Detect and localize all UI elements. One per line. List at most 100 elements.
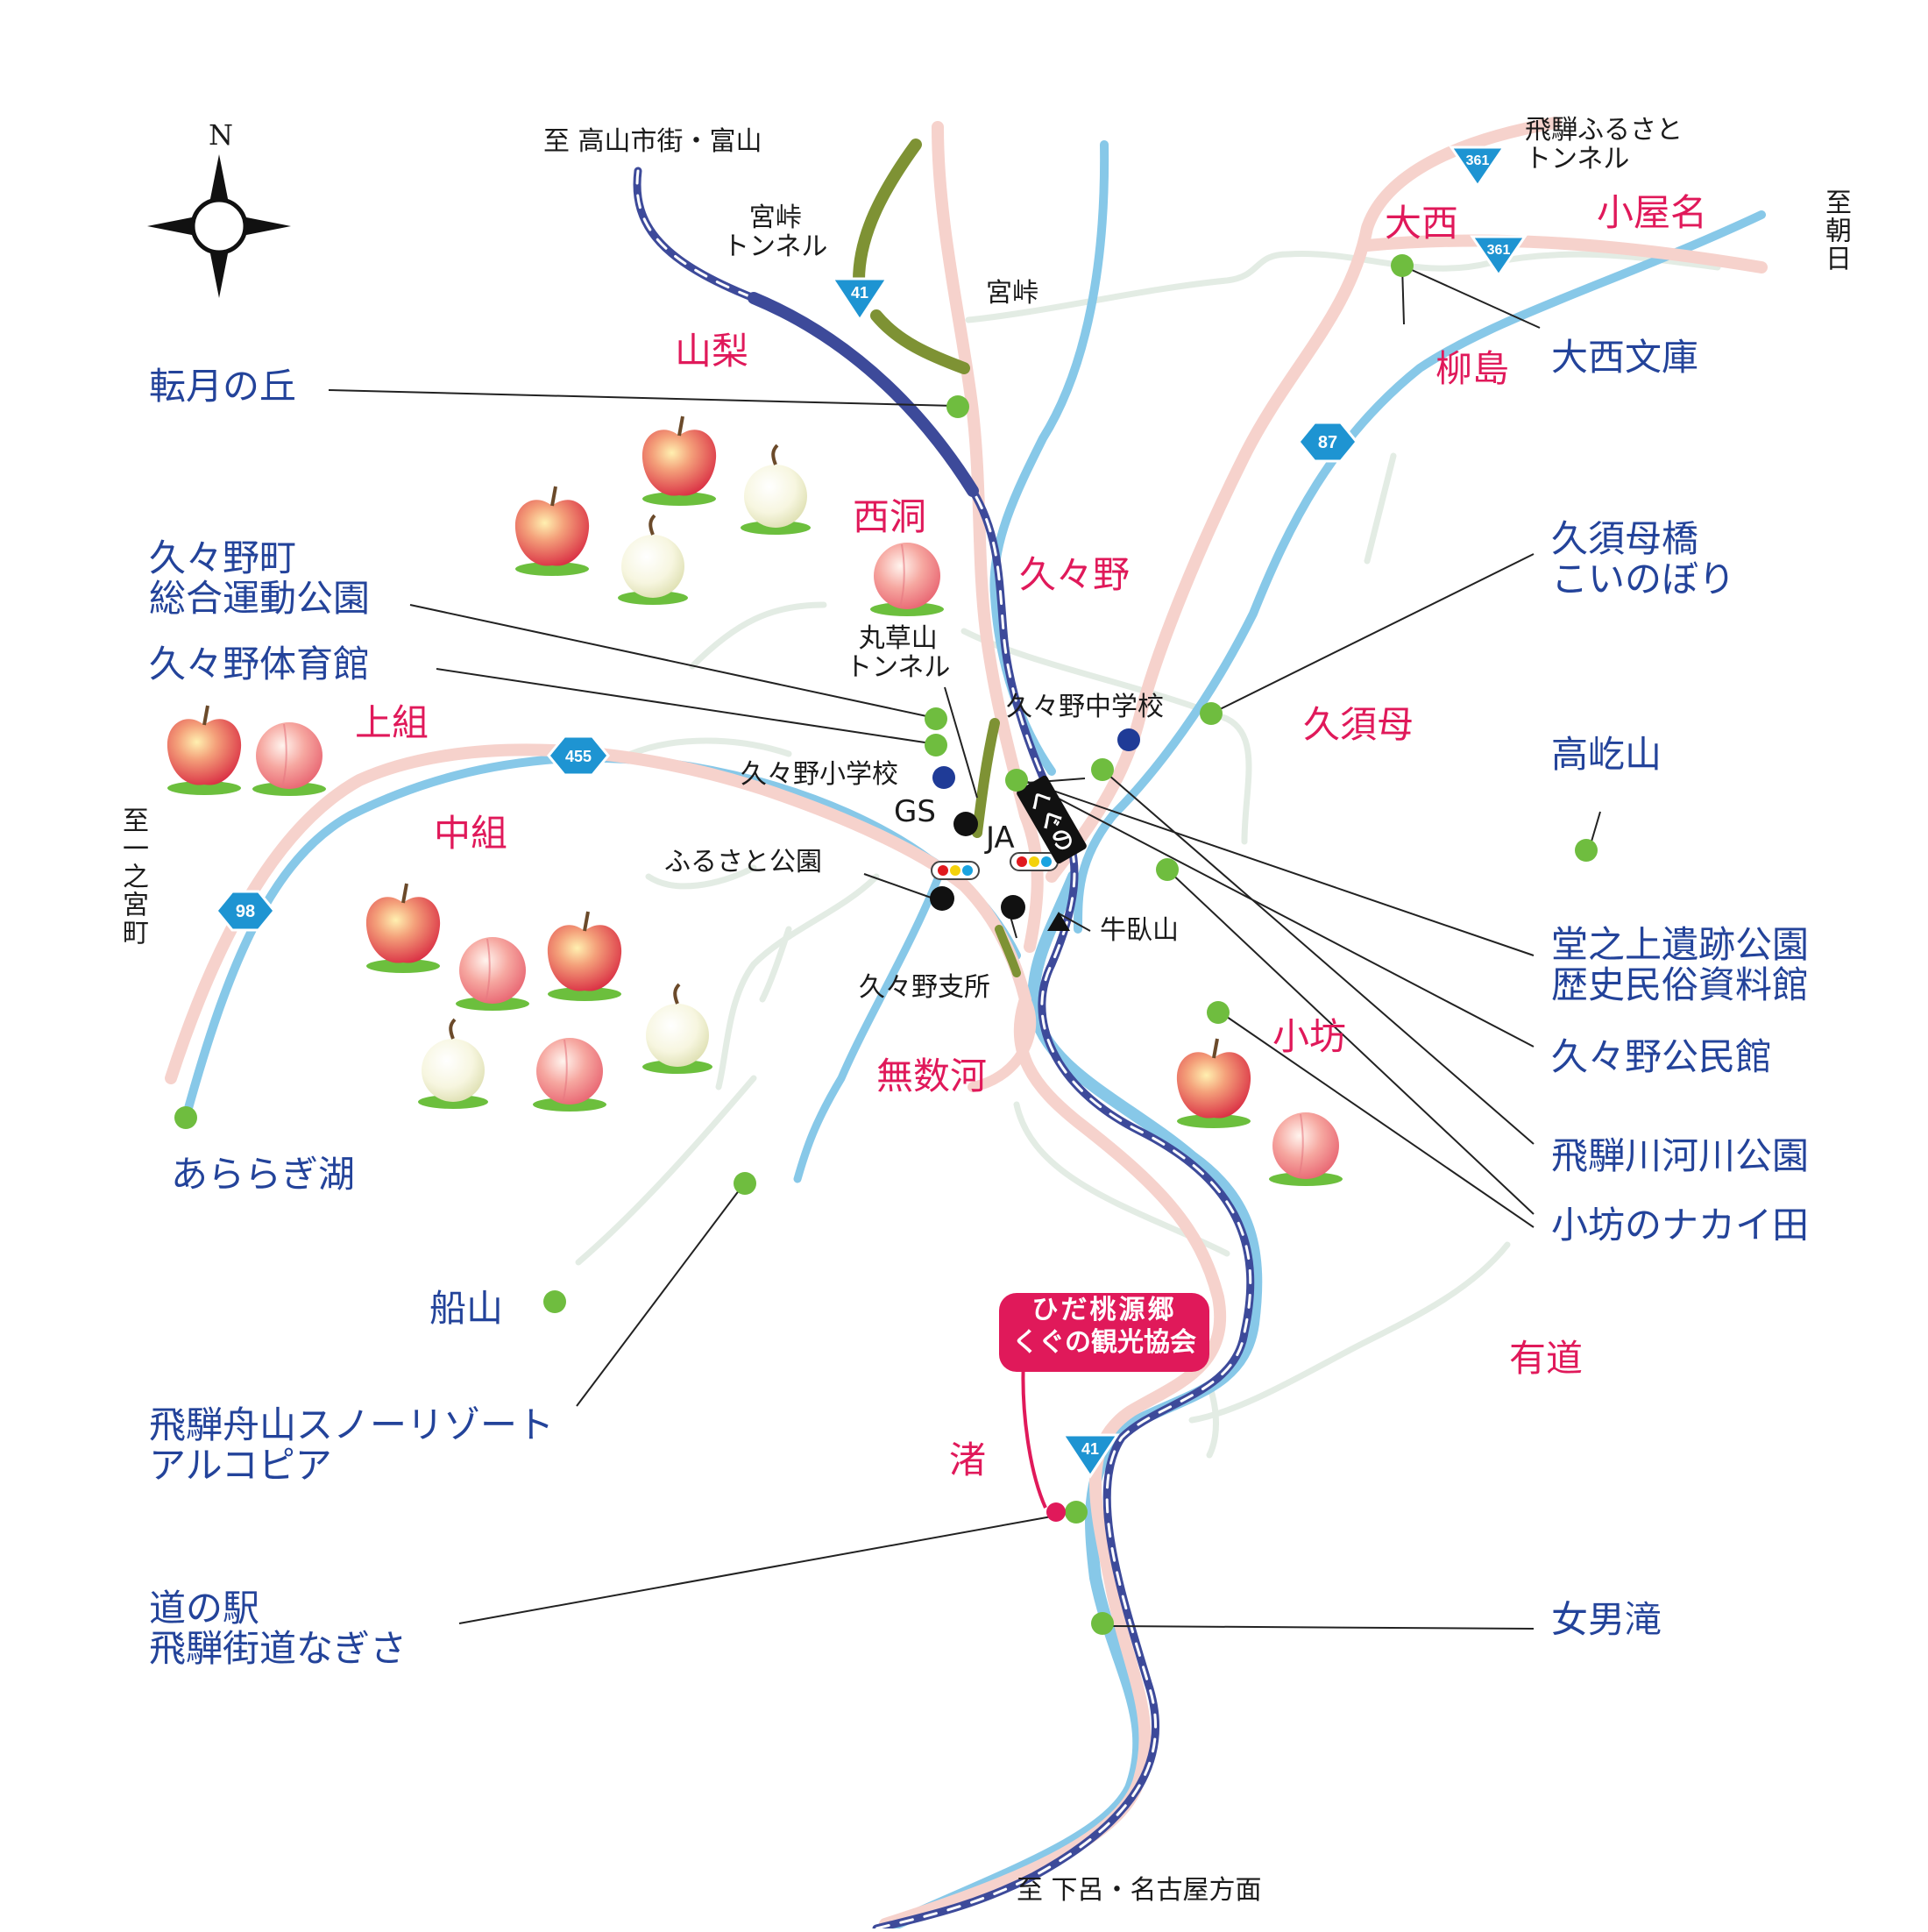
spot-meoto-falls bbox=[1091, 1612, 1114, 1635]
place-onishi-bunko: 大西文庫 bbox=[1551, 336, 1699, 379]
pear-icon bbox=[416, 1018, 490, 1111]
route-41-south-shield: 41 bbox=[1060, 1433, 1120, 1479]
direction-south: 至 下呂・名古屋方面 bbox=[1017, 1875, 1262, 1906]
place-sports-park: 久々野町 総合運動公園 bbox=[149, 536, 371, 621]
route-41-south-number: 41 bbox=[1081, 1440, 1099, 1458]
district-onishi: 大西 bbox=[1385, 202, 1459, 245]
route-455-shield: 455 bbox=[547, 735, 610, 777]
place-funayama: 船山 bbox=[429, 1287, 504, 1330]
district-yamanashi: 山梨 bbox=[675, 330, 749, 373]
spot-takanoyama bbox=[1575, 839, 1598, 862]
tourism-association-badge bbox=[999, 1293, 1209, 1509]
tunnel-miyatoge-label: 宮峠 トンネル bbox=[723, 202, 828, 262]
place-tengetsu: 転月の丘 bbox=[149, 365, 297, 408]
place-kominkan: 久々野公民館 bbox=[1551, 1035, 1773, 1078]
place-takanoyama: 高屹山 bbox=[1551, 733, 1662, 776]
apple-icon bbox=[513, 485, 592, 578]
district-nakagumi: 中組 bbox=[434, 812, 508, 855]
landmark-elementary: 久々野小学校 bbox=[741, 759, 898, 790]
spot-ski-resort bbox=[734, 1172, 756, 1195]
landmark-branch-office: 久々野支所 bbox=[859, 972, 990, 1003]
place-koinobori: 久須母橋 こいのぼり bbox=[1551, 517, 1736, 601]
route-98-shield: 98 bbox=[215, 890, 276, 932]
route-98-number: 98 bbox=[236, 902, 255, 921]
district-koyana: 小屋名 bbox=[1597, 191, 1708, 234]
fruit-orchard-icons bbox=[165, 415, 1343, 1187]
district-yanagishima: 柳島 bbox=[1435, 347, 1510, 390]
route-41-north-shield: 41 bbox=[830, 277, 890, 323]
apple-icon bbox=[545, 910, 624, 1003]
furusato-park-marker bbox=[930, 886, 954, 911]
landmark-gas-station: GS bbox=[894, 794, 936, 829]
branch-office-marker bbox=[1001, 895, 1025, 920]
district-kuguno: 久々野 bbox=[1019, 553, 1131, 596]
district-arimichi: 有道 bbox=[1509, 1337, 1584, 1380]
tourism-badge-line1: ひだ桃源郷 bbox=[1031, 1295, 1177, 1325]
district-nagisa: 渚 bbox=[949, 1438, 987, 1481]
route-361-north-shield: 361 bbox=[1449, 146, 1506, 188]
apple-icon bbox=[640, 415, 719, 508]
tunnel-marukusayama-label: 丸草山 トンネル bbox=[846, 623, 951, 683]
district-obo: 小坊 bbox=[1272, 1015, 1347, 1058]
spot-sports-park bbox=[925, 707, 947, 730]
district-mutsuko: 無数河 bbox=[876, 1055, 988, 1097]
spot-tengetsu bbox=[946, 395, 969, 418]
district-kamigumi: 上組 bbox=[355, 701, 429, 744]
peach-icon bbox=[455, 936, 530, 1012]
place-gym: 久々野体育館 bbox=[149, 643, 371, 685]
tourism-badge-line2: くぐの観光協会 bbox=[1012, 1327, 1196, 1358]
compass-rose bbox=[147, 154, 291, 298]
landmark-gyugasan: 牛臥山 bbox=[1100, 915, 1179, 946]
spot-kusumo-koinobori bbox=[1200, 702, 1223, 725]
traffic-signals bbox=[931, 852, 1059, 880]
traffic-signal-icon bbox=[931, 861, 980, 880]
gas-station-marker bbox=[953, 812, 978, 836]
place-river-park: 飛騨川河川公園 bbox=[1551, 1134, 1810, 1177]
railway-line bbox=[633, 167, 1255, 1932]
compass-north-label: N bbox=[209, 118, 233, 152]
place-donoue: 堂之上遺跡公園 歴史民俗資料館 bbox=[1551, 923, 1810, 1007]
apple-icon bbox=[364, 882, 443, 975]
route-455-number: 455 bbox=[565, 748, 592, 765]
route-361-east-shield: 361 bbox=[1470, 235, 1528, 278]
tourism-association-marker bbox=[1046, 1502, 1066, 1522]
route-shields: 41 41 361 361 87 455 98 bbox=[215, 146, 1528, 1479]
traffic-signal-icon bbox=[1010, 852, 1059, 871]
route-361-east-number: 361 bbox=[1487, 243, 1511, 258]
pass-name: 宮峠 bbox=[986, 278, 1038, 309]
spot-river-park bbox=[1091, 758, 1114, 781]
spot-markers bbox=[174, 254, 1598, 1635]
place-ararag-lake: あららぎ湖 bbox=[171, 1153, 356, 1196]
spot-donoue bbox=[1156, 858, 1179, 881]
place-nakaita: 小坊のナカイ田 bbox=[1551, 1204, 1810, 1247]
leader-lines bbox=[328, 265, 1601, 1630]
direction-north: 至 高山市街・富山 bbox=[543, 126, 762, 157]
landmark-junior-high: 久々野中学校 bbox=[1006, 692, 1164, 722]
direction-west: 至一之宮町 bbox=[117, 806, 148, 947]
spot-gym bbox=[925, 734, 947, 756]
route-361-north-number: 361 bbox=[1466, 153, 1490, 168]
landmark-ja: JA bbox=[986, 820, 1015, 856]
route-41-north-number: 41 bbox=[851, 284, 868, 302]
spot-onishi-bunko bbox=[1391, 254, 1414, 277]
peach-icon bbox=[1268, 1112, 1343, 1187]
pear-icon bbox=[739, 444, 812, 536]
landmark-furusato-park: ふるさと公園 bbox=[664, 847, 822, 877]
tunnel-hida-furusato-label: 飛騨ふるさと トンネル bbox=[1525, 115, 1683, 174]
tunnels bbox=[853, 139, 1021, 977]
place-meoto-falls: 女男滝 bbox=[1551, 1598, 1662, 1641]
pear-icon bbox=[616, 514, 690, 607]
peach-icon bbox=[869, 542, 945, 617]
apple-icon bbox=[1174, 1037, 1253, 1130]
district-nishibora: 西洞 bbox=[853, 495, 927, 538]
place-michinoeki: 道の駅 飛騨街道なぎさ bbox=[149, 1587, 408, 1671]
spot-kominkan bbox=[1005, 769, 1028, 792]
route-87-number: 87 bbox=[1318, 433, 1337, 452]
place-ski-resort: 飛騨舟山スノーリゾート アルコピア bbox=[149, 1403, 555, 1488]
mountain-peak-icon bbox=[1047, 912, 1070, 931]
school-elementary-marker bbox=[932, 766, 955, 789]
school-junior-high-marker bbox=[1117, 728, 1140, 751]
direction-east: 至朝日 bbox=[1820, 188, 1851, 273]
